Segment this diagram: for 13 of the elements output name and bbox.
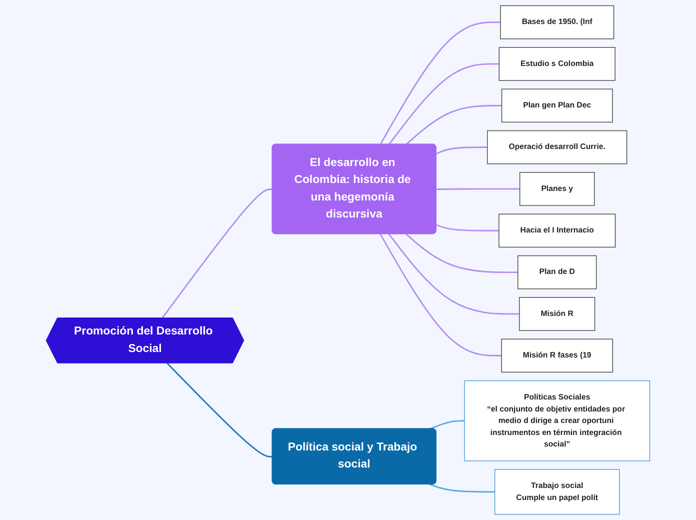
connector xyxy=(436,146,488,154)
connector xyxy=(429,484,495,493)
connector xyxy=(436,224,499,232)
connector xyxy=(406,234,518,273)
connector xyxy=(380,22,500,145)
connector xyxy=(436,188,520,190)
connector xyxy=(162,188,273,319)
connector xyxy=(380,234,502,356)
connector xyxy=(429,420,464,430)
connector xyxy=(388,63,500,145)
connector xyxy=(406,104,502,145)
connector xyxy=(166,362,273,458)
connector xyxy=(388,234,520,315)
